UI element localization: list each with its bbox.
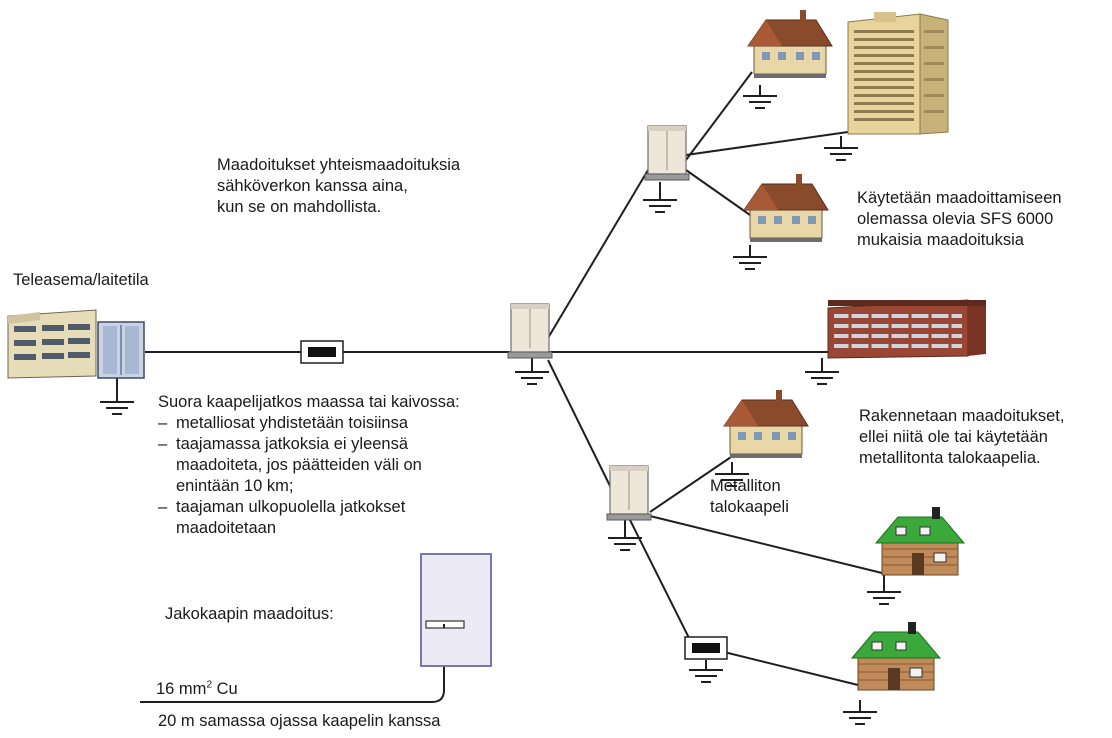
wooden-house-icon <box>875 506 965 576</box>
office-building-icon <box>7 309 145 379</box>
list-item: taajamassa jatkoksia ei yleensä maadoite… <box>158 434 422 497</box>
cabinet-earthing-label: Jakokaapin maadoitus: <box>165 605 334 623</box>
detached-house-icon <box>723 389 809 459</box>
wooden-house-icon <box>851 621 941 691</box>
station-label: Teleasema/laitetila <box>13 271 149 289</box>
detached-house-icon <box>747 9 833 79</box>
apartment-tower-icon <box>847 12 949 135</box>
list-item: taajaman ulkopuolella jatkokset maadoite… <box>158 497 422 539</box>
cable-splice-icon <box>684 636 728 660</box>
trench-note: 20 m samassa ojassa kaapelin kanssa <box>158 712 441 730</box>
earthing-note: Maadoitukset yhteismaadoituksia sähköver… <box>217 156 461 216</box>
cable-splice-icon <box>300 340 344 364</box>
existing-earthing-note: Käytetään maadoittamiseen olemassa olevi… <box>857 189 1062 249</box>
distribution-cabinet-icon <box>644 125 690 181</box>
nonmetallic-cable-label: Metalliton talokaapeli <box>710 477 789 516</box>
build-earthing-note: Rakennetaan maadoitukset, ellei niitä ol… <box>859 407 1065 467</box>
distribution-cabinet-icon <box>606 465 652 521</box>
splice-title: Suora kaapelijatkos maassa tai kaivossa: <box>158 393 460 411</box>
distribution-cabinet-icon <box>507 303 553 359</box>
detached-house-icon <box>743 173 829 243</box>
list-item: metalliosat yhdistetään toisiinsa <box>158 413 422 434</box>
conductor-label: 16 mm2 Cu <box>156 679 238 698</box>
apartment-block-icon <box>827 299 986 359</box>
distribution-cabinet-icon <box>420 553 492 667</box>
splice-rules-list: metalliosat yhdistetään toisiinsa taajam… <box>158 413 422 539</box>
